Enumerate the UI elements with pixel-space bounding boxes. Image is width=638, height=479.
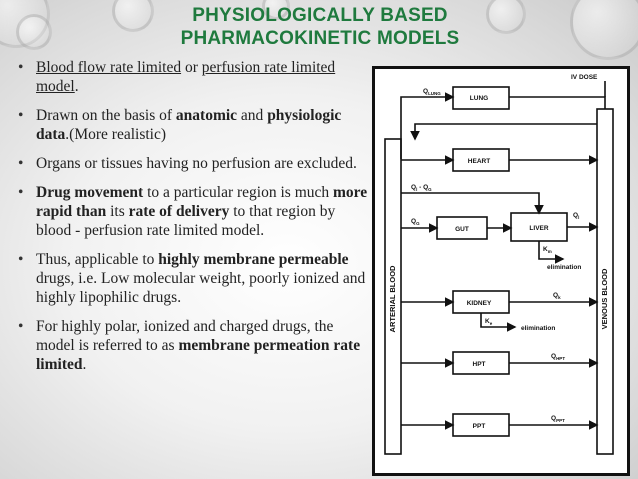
kidney-label: KIDNEY xyxy=(467,300,492,307)
heart-label: HEART xyxy=(468,158,490,165)
decorative-bubble xyxy=(16,14,52,50)
elimination-label-liver: elimination xyxy=(547,264,581,271)
bullet-item: Organs or tissues having no perfusion ar… xyxy=(18,154,374,173)
decorative-bubble xyxy=(262,0,290,20)
pbpk-diagram-svg: IV DOSE LUNG HEART GUT LIVER KIDNEY HPT … xyxy=(384,74,614,455)
bullet-text: Blood flow rate limited or perfusion rat… xyxy=(36,59,336,95)
bullet-item: For highly polar, ionized and charged dr… xyxy=(18,317,374,374)
venous-blood-label: VENOUS BLOOD xyxy=(600,268,609,329)
liver-label: LIVER xyxy=(529,225,548,232)
flow-q-lung: QLUNG xyxy=(423,88,441,96)
iv-dose-label: IV DOSE xyxy=(571,74,598,81)
flow-q-l: Ql xyxy=(573,212,579,220)
bullet-text: Drug movement to a particular region is … xyxy=(36,184,368,239)
arterial-blood-label: ARTERIAL BLOOD xyxy=(388,265,397,333)
flow-q-k: Qk xyxy=(553,292,561,300)
lung-label: LUNG xyxy=(470,95,488,102)
flow-q-l-minus-g: Ql - QG xyxy=(411,184,432,192)
bullet-text: For highly polar, ionized and charged dr… xyxy=(36,318,361,373)
arterial-blood-column xyxy=(384,138,402,455)
title-line-1: PHYSIOLOGICALLY BASED xyxy=(192,5,448,26)
elimination-label-kidney: elimination xyxy=(521,325,555,332)
bullet-item: Drawn on the basis of anatomic and physi… xyxy=(18,106,374,144)
bullet-text: Drawn on the basis of anatomic and physi… xyxy=(36,107,342,143)
bullet-item: Thus, applicable to highly membrane perm… xyxy=(18,250,374,307)
slide-title: PHYSIOLOGICALLY BASED PHARMACOKINETIC MO… xyxy=(140,4,500,50)
rate-k-e: Ke xyxy=(485,318,493,326)
ppt-label: PPT xyxy=(473,423,486,430)
flow-q-g: QG xyxy=(411,218,420,226)
hpt-label: HPT xyxy=(473,361,486,368)
decorative-bubble xyxy=(486,0,526,34)
rate-k-m: Km xyxy=(543,246,552,254)
decorative-bubble xyxy=(570,0,638,60)
bullet-list: Blood flow rate limited or perfusion rat… xyxy=(18,58,374,384)
bullet-text: Thus, applicable to highly membrane perm… xyxy=(36,251,366,306)
flow-q-ppt: QPPT xyxy=(551,415,565,423)
flow-q-hpt: QHPT xyxy=(551,353,565,361)
pbpk-diagram: IV DOSE LUNG HEART GUT LIVER KIDNEY HPT … xyxy=(372,66,630,476)
bullet-item: Blood flow rate limited or perfusion rat… xyxy=(18,58,374,96)
bullet-item: Drug movement to a particular region is … xyxy=(18,183,374,240)
gut-label: GUT xyxy=(455,226,469,233)
title-line-2: PHARMACOKINETIC MODELS xyxy=(180,28,460,49)
bullet-text: Organs or tissues having no perfusion ar… xyxy=(36,155,357,172)
